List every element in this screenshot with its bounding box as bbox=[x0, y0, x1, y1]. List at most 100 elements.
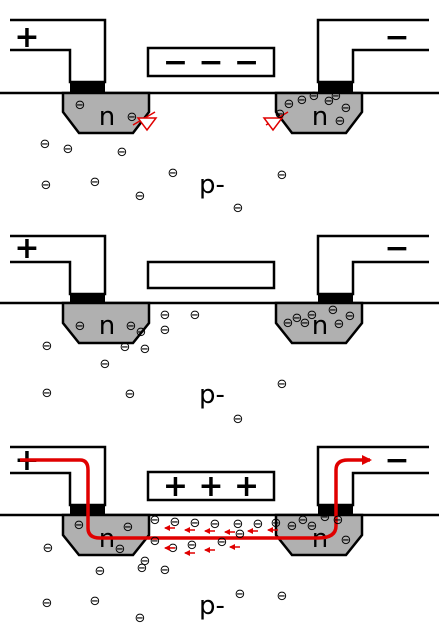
electron-icon: ⊖ bbox=[345, 309, 356, 324]
electron-icon: ⊖ bbox=[74, 518, 85, 533]
n-label-drain: n bbox=[312, 311, 328, 341]
drain-sign: − bbox=[384, 231, 409, 266]
source-contact bbox=[70, 294, 105, 303]
electron-icon: ⊖ bbox=[190, 516, 201, 531]
electron-icon: ⊖ bbox=[100, 357, 111, 372]
n-region-source bbox=[61, 301, 151, 345]
electron-icon: ⊖ bbox=[235, 527, 246, 542]
p-label: p- bbox=[199, 591, 225, 621]
electron-icon: ⊖ bbox=[123, 520, 134, 535]
electron-icon: ⊖ bbox=[334, 317, 345, 332]
field-arrow-source bbox=[132, 111, 158, 132]
electron-icon: ⊖ bbox=[307, 519, 318, 534]
electron-icon: ⊖ bbox=[43, 541, 54, 556]
drain-sign: − bbox=[384, 20, 409, 55]
electron-icon: ⊖ bbox=[233, 201, 244, 216]
field-arrows-panel-on bbox=[164, 525, 278, 556]
n-label-drain: n bbox=[312, 102, 328, 132]
electron-icon: ⊖ bbox=[126, 319, 137, 334]
panel-off: − − − n n p- + − ⊖⊖⊖⊖⊖⊖⊖⊖⊖⊖⊖⊖⊖⊖⊖⊖⊖⊖⊖ bbox=[0, 18, 439, 216]
panel-on: + + + n n p- + − ⊖⊖⊖⊖⊖⊖⊖⊖⊖⊖⊖⊖⊖⊖⊖⊖⊖⊖⊖⊖⊖⊖⊖… bbox=[0, 443, 439, 626]
electron-icon: ⊖ bbox=[277, 589, 288, 604]
electrons-panel-off: ⊖⊖⊖⊖⊖⊖⊖⊖⊖⊖⊖⊖⊖⊖⊖⊖⊖⊖⊖ bbox=[40, 89, 352, 216]
n-region-drain bbox=[274, 91, 364, 135]
electron-icon: ⊖ bbox=[75, 98, 86, 113]
current-path-arrow bbox=[20, 455, 372, 540]
electron-icon: ⊖ bbox=[127, 110, 138, 125]
electron-icon: ⊖ bbox=[41, 178, 52, 193]
electron-icon: ⊖ bbox=[160, 323, 171, 338]
electron-icon: ⊖ bbox=[125, 387, 136, 402]
electron-icon: ⊖ bbox=[341, 533, 352, 548]
electron-icon: ⊖ bbox=[63, 142, 74, 157]
electron-icon: ⊖ bbox=[277, 377, 288, 392]
drain-sign: − bbox=[384, 443, 409, 478]
electron-icon: ⊖ bbox=[331, 89, 342, 104]
panel-neutral: n n p- + − ⊖⊖⊖⊖⊖⊖⊖⊖⊖⊖⊖⊖⊖⊖⊖⊖⊖⊖⊖⊖⊖ bbox=[0, 231, 439, 427]
drain-wire bbox=[316, 234, 429, 296]
electron-icon: ⊖ bbox=[150, 534, 161, 549]
electron-icon: ⊖ bbox=[309, 89, 320, 104]
electron-icon: ⊖ bbox=[135, 611, 146, 626]
electron-icon: ⊖ bbox=[136, 325, 147, 340]
electron-icon: ⊖ bbox=[135, 189, 146, 204]
electron-icon: ⊖ bbox=[283, 316, 294, 331]
electron-icon: ⊖ bbox=[90, 594, 101, 609]
electron-icon: ⊖ bbox=[187, 538, 198, 553]
drain-contact bbox=[318, 82, 353, 93]
electron-icon: ⊖ bbox=[210, 517, 221, 532]
electron-icon: ⊖ bbox=[328, 303, 339, 318]
source-sign: + bbox=[14, 231, 39, 266]
gate-charge-label: − − − bbox=[163, 45, 259, 80]
electron-icon: ⊖ bbox=[253, 517, 264, 532]
electron-icon: ⊖ bbox=[320, 510, 331, 525]
electron-icon: ⊖ bbox=[160, 308, 171, 323]
electron-icon: ⊖ bbox=[75, 319, 86, 334]
electron-icon: ⊖ bbox=[115, 542, 126, 557]
electron-icon: ⊖ bbox=[235, 587, 246, 602]
electron-icon: ⊖ bbox=[190, 308, 201, 323]
electron-icon: ⊖ bbox=[233, 412, 244, 427]
electron-icon: ⊖ bbox=[42, 596, 53, 611]
electron-icon: ⊖ bbox=[40, 137, 51, 152]
drain-contact bbox=[318, 294, 353, 303]
source-contact bbox=[70, 82, 105, 93]
electron-icon: ⊖ bbox=[42, 339, 53, 354]
electron-icon: ⊖ bbox=[277, 168, 288, 183]
electron-icon: ⊖ bbox=[150, 513, 161, 528]
electron-icon: ⊖ bbox=[95, 564, 106, 579]
n-region-drain bbox=[274, 301, 364, 345]
electron-icon: ⊖ bbox=[341, 101, 352, 116]
n-label-source: n bbox=[99, 311, 115, 341]
n-region-source bbox=[61, 91, 151, 135]
electron-icon: ⊖ bbox=[284, 97, 295, 112]
electron-icon: ⊖ bbox=[170, 515, 181, 530]
electron-icon: ⊖ bbox=[160, 563, 171, 578]
electron-icon: ⊖ bbox=[292, 311, 303, 326]
drain-wire bbox=[316, 18, 429, 84]
electron-icon: ⊖ bbox=[275, 107, 286, 122]
gate-electrode bbox=[146, 260, 276, 290]
electron-icon: ⊖ bbox=[333, 513, 344, 528]
source-sign: + bbox=[14, 20, 39, 55]
electron-icon: ⊖ bbox=[307, 308, 318, 323]
electron-icon: ⊖ bbox=[287, 519, 298, 534]
electrons-panel-neutral: ⊖⊖⊖⊖⊖⊖⊖⊖⊖⊖⊖⊖⊖⊖⊖⊖⊖⊖⊖⊖⊖ bbox=[42, 303, 356, 427]
electron-icon: ⊖ bbox=[271, 516, 282, 531]
field-arrow-drain bbox=[262, 111, 289, 132]
electron-icon: ⊖ bbox=[137, 561, 148, 576]
electron-icon: ⊖ bbox=[168, 166, 179, 181]
electron-icon: ⊖ bbox=[298, 513, 309, 528]
electron-icon: ⊖ bbox=[117, 145, 128, 160]
electron-icon: ⊖ bbox=[233, 517, 244, 532]
electron-icon: ⊖ bbox=[324, 94, 335, 109]
n-label-source: n bbox=[99, 102, 115, 132]
n-region-drain bbox=[274, 513, 364, 557]
gate-electrode bbox=[146, 46, 276, 78]
electron-icon: ⊖ bbox=[120, 340, 131, 355]
gate-charge-label: + + + bbox=[163, 469, 259, 504]
p-label: p- bbox=[199, 170, 225, 200]
electron-icon: ⊖ bbox=[90, 175, 101, 190]
